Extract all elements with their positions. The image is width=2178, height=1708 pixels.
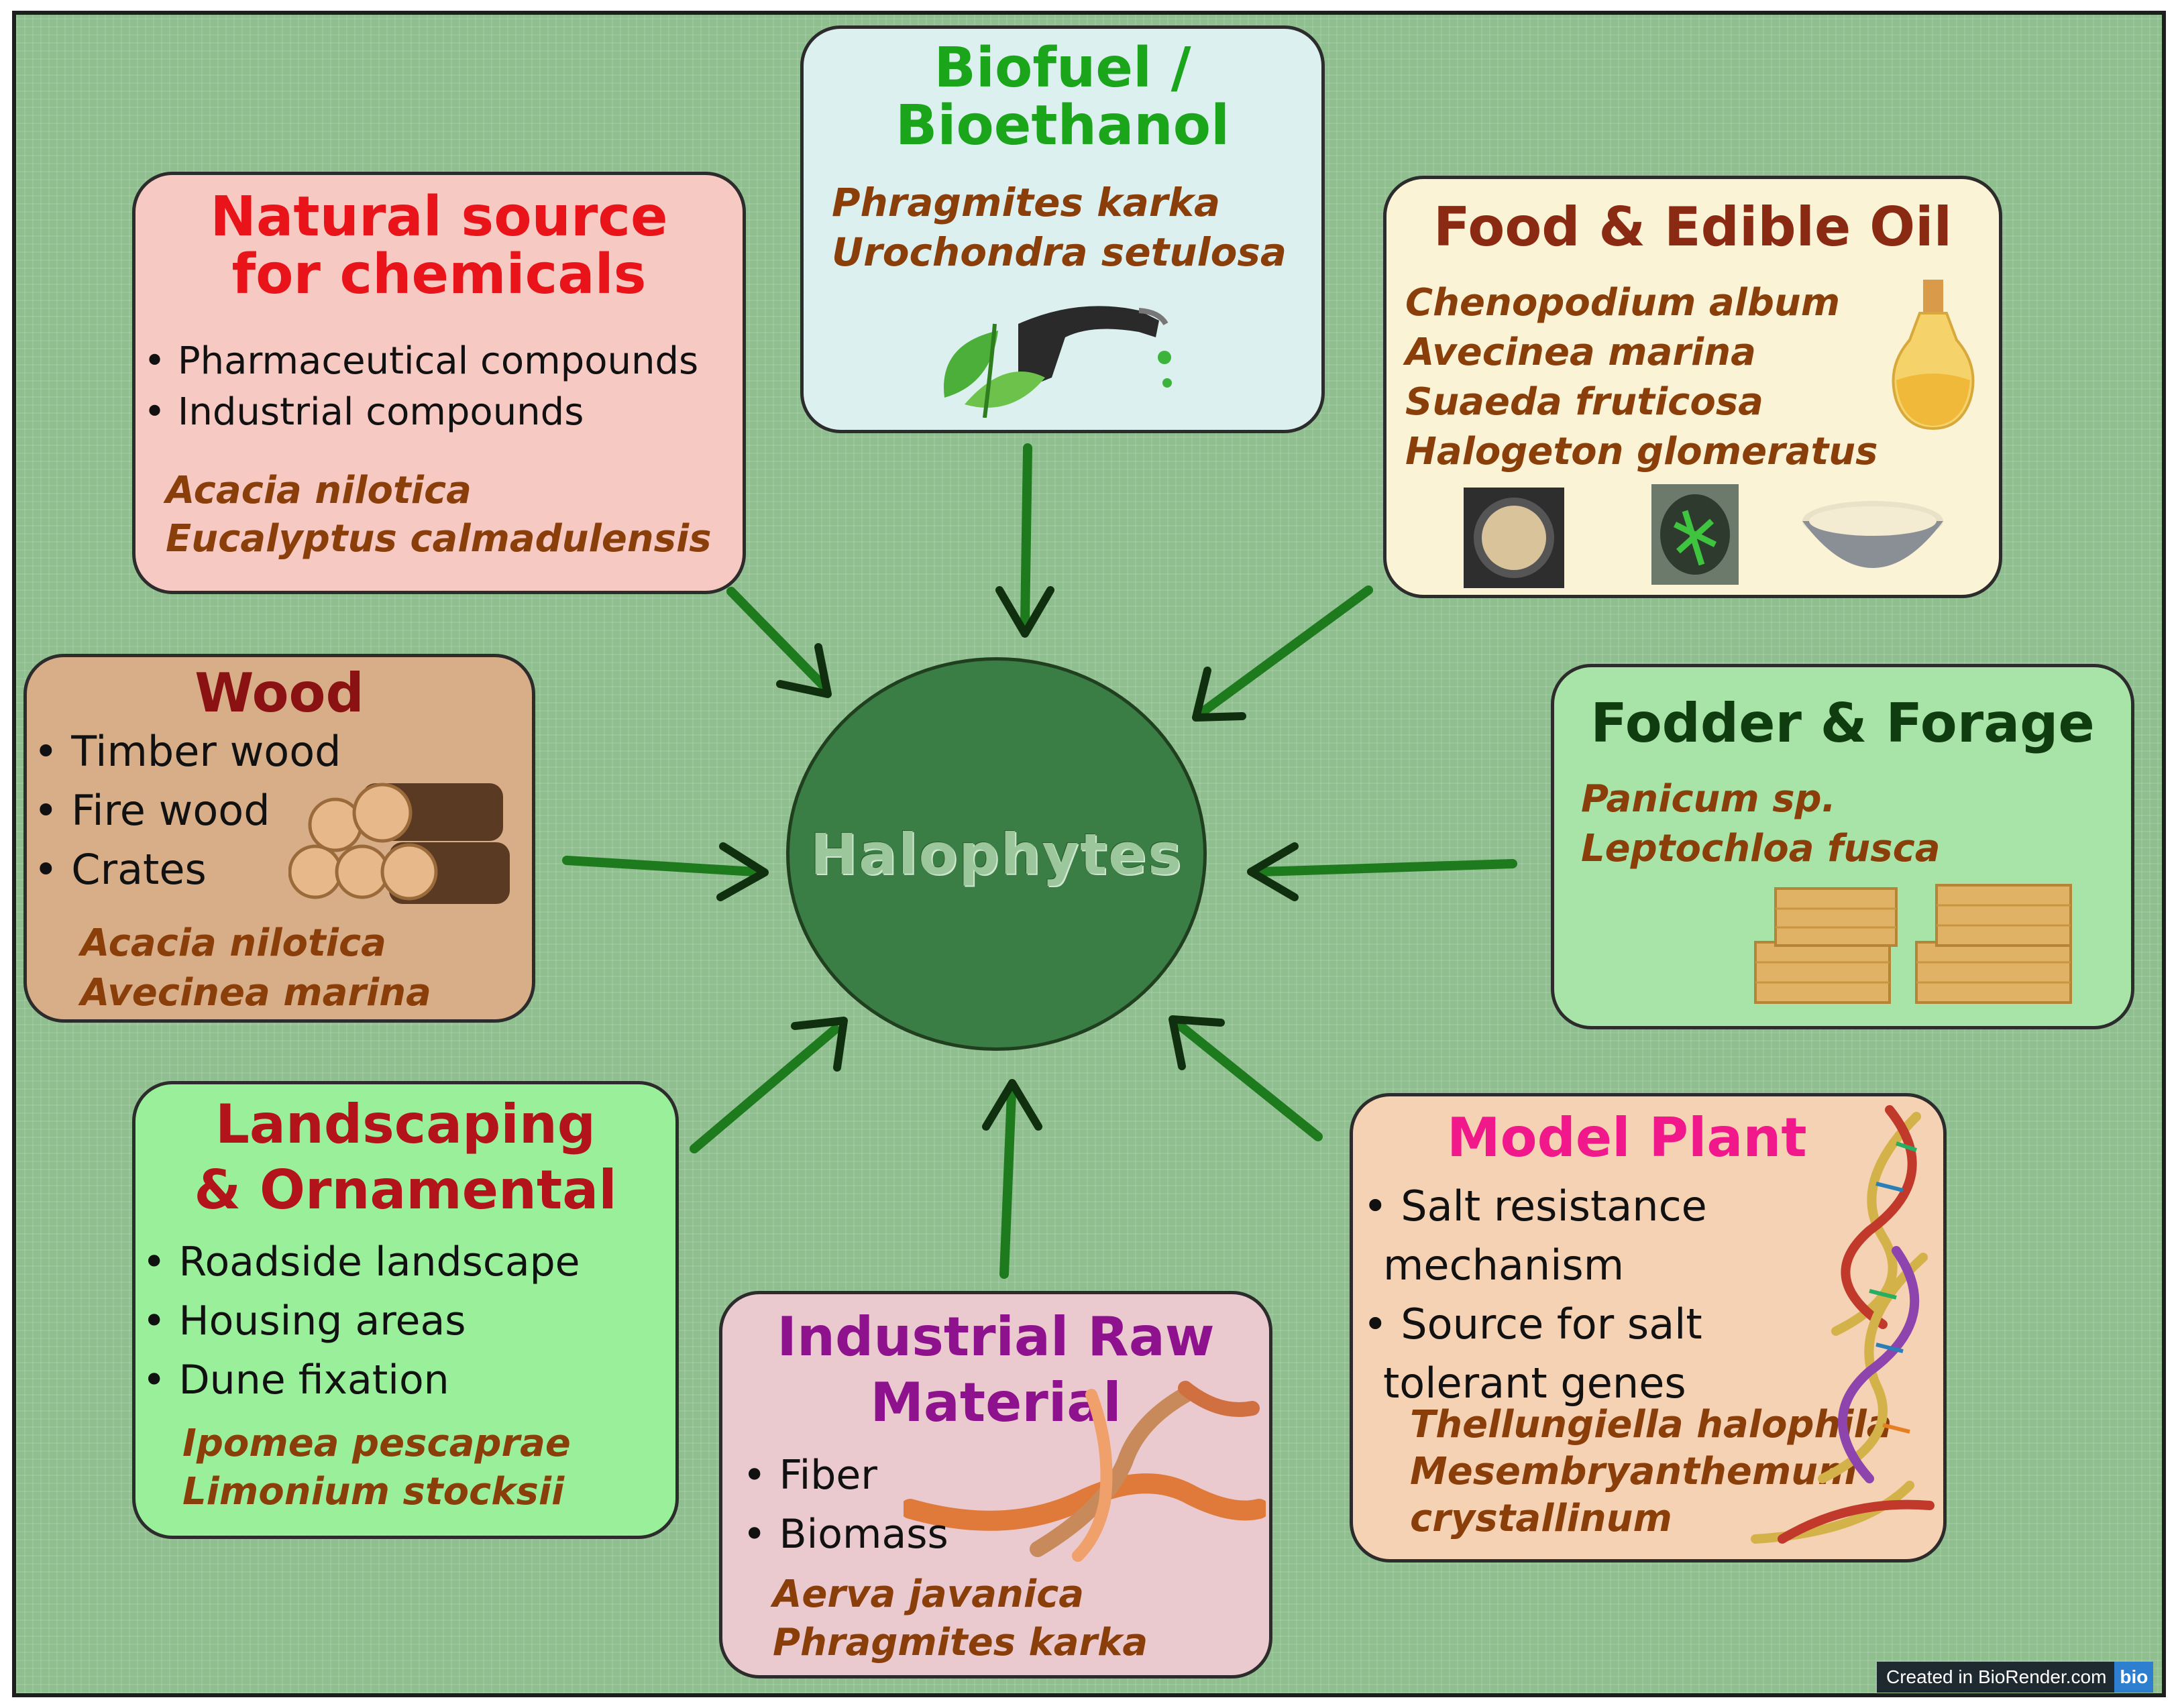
fiber-strands-icon — [904, 1381, 1266, 1562]
bullet-item-continued: tolerant genes — [1383, 1359, 1686, 1408]
arrow-industrial — [982, 1079, 1042, 1279]
credit-text: Created in BioRender.com — [1886, 1666, 2107, 1687]
bullet-item: Fiber — [743, 1455, 948, 1495]
dna-helix-icon — [1751, 1105, 1935, 1544]
bullet-item: Crates — [34, 849, 341, 891]
bullet-item: Roadside landscape — [142, 1242, 580, 1282]
model-species: Thellungiella halophila Mesembryanthemum… — [1410, 1402, 1892, 1542]
bullet-item-continued: mechanism — [1383, 1241, 1625, 1290]
bullet-item: • Source for salt — [1363, 1300, 1702, 1349]
species-item: Limonium stocksii — [182, 1470, 565, 1514]
food-species: Chenopodium album Avecinea marina Suaeda… — [1405, 278, 1877, 477]
species-item: Halogeton glomeratus — [1405, 430, 1878, 473]
species-item: Ipomea pescaprae — [182, 1422, 571, 1465]
bullet-item: Biomass — [743, 1514, 948, 1554]
box-model: Model Plant • Salt resistance mechanism … — [1350, 1093, 1947, 1562]
hay-bales-icon — [1754, 884, 2072, 1004]
species-item: Avecinea marina — [1405, 331, 1756, 374]
species-item: Suaeda fruticosa — [1405, 380, 1763, 424]
species-item: Phragmites karka — [773, 1621, 1148, 1664]
species-item: Urochondra setulosa — [832, 229, 1287, 275]
fodder-title: Fodder & Forage — [1590, 692, 2095, 754]
wood-title: Wood — [195, 662, 364, 724]
box-biofuel: Biofuel / Bioethanol Phragmites karka Ur… — [800, 25, 1325, 433]
biorender-logo: bio — [2114, 1662, 2154, 1693]
box-fodder: Fodder & Forage Panicum sp. Leptochloa f… — [1551, 664, 2134, 1029]
chemicals-title: Natural source for chemicals — [210, 185, 668, 307]
bullet-item: • Salt resistance — [1363, 1182, 1707, 1231]
box-food: Food & Edible Oil Chenopodium album Avec… — [1383, 176, 2002, 598]
arrow-biofuel — [995, 443, 1054, 638]
greens-plate-icon — [1651, 484, 1739, 585]
fodder-species: Panicum sp. Leptochloa fusca — [1581, 775, 1941, 874]
food-title: Food & Edible Oil — [1433, 196, 1953, 258]
chemicals-species: Acacia nilotica Eucalyptus calmadulensis — [166, 467, 712, 563]
arrow-food — [1192, 585, 1373, 722]
industrial-title: Industrial Raw Material — [777, 1306, 1215, 1434]
arrow-landscaping — [690, 1017, 848, 1153]
arrow-wood — [562, 842, 769, 901]
center-label: Halophytes — [810, 821, 1183, 887]
bullet-item: Pharmaceutical compounds — [144, 343, 698, 380]
biorender-credit: Created in BioRender.com bio — [1877, 1662, 2154, 1693]
log-pile-icon — [288, 783, 510, 904]
species-item: Aerva javanica — [773, 1573, 1085, 1616]
bullet-item: Timber wood — [34, 731, 341, 773]
species-item: Mesembryanthemum — [1410, 1450, 1857, 1493]
species-item: Chenopodium album — [1405, 281, 1841, 325]
box-industrial: Industrial Raw Material Fiber Biomass Ae… — [719, 1291, 1272, 1678]
arrow-model — [1168, 1015, 1323, 1141]
bullet-item: Housing areas — [142, 1301, 580, 1341]
fuel-nozzle-leaf-icon — [944, 306, 1172, 418]
model-title: Model Plant — [1447, 1106, 1807, 1169]
grain-bowl-icon — [1464, 488, 1564, 588]
landscaping-title: Landscaping & Ornamental — [194, 1093, 617, 1221]
box-chemicals: Natural source for chemicals Pharmaceuti… — [132, 172, 746, 594]
bullet-item: Dune fixation — [142, 1360, 580, 1400]
species-item: crystallinum — [1410, 1497, 1672, 1540]
species-item: Leptochloa fusca — [1581, 827, 1941, 870]
mixing-bowl-icon — [1802, 501, 1943, 568]
box-landscaping: Landscaping & Ornamental Roadside landsc… — [132, 1081, 679, 1539]
wood-bullets: Timber wood Fire wood Crates — [34, 731, 341, 891]
oil-bottle-icon — [1892, 280, 1975, 431]
biofuel-title: Biofuel / Bioethanol — [895, 36, 1230, 158]
model-bullets: • Salt resistance mechanism • Source for… — [1363, 1177, 1707, 1413]
species-item: Panicum sp. — [1581, 777, 1836, 821]
industrial-bullets: Fiber Biomass — [743, 1455, 948, 1554]
species-item: Acacia nilotica — [166, 469, 472, 512]
arrow-fodder — [1247, 842, 1517, 901]
species-item: Acacia nilotica — [80, 921, 386, 965]
species-item: Phragmites karka — [832, 180, 1221, 225]
box-wood: Wood Timber wood Fire wood Crates Acacia… — [23, 654, 535, 1023]
arrow-chemicals — [726, 587, 832, 698]
bullet-item: Fire wood — [34, 790, 341, 832]
species-item: Eucalyptus calmadulensis — [166, 517, 712, 561]
wood-species: Acacia nilotica Avecinea marina — [80, 919, 431, 1018]
biofuel-species: Phragmites karka Urochondra setulosa — [832, 178, 1287, 277]
center-circle: Halophytes — [786, 657, 1207, 1051]
species-item: Avecinea marina — [80, 971, 431, 1015]
landscaping-species: Ipomea pescaprae Limonium stocksii — [182, 1420, 571, 1516]
bullet-item: Industrial compounds — [144, 394, 698, 431]
chemicals-bullets: Pharmaceutical compounds Industrial comp… — [144, 343, 698, 431]
industrial-species: Aerva javanica Phragmites karka — [773, 1571, 1148, 1667]
species-item: Thellungiella halophila — [1410, 1403, 1892, 1446]
landscaping-bullets: Roadside landscape Housing areas Dune fi… — [142, 1242, 580, 1400]
